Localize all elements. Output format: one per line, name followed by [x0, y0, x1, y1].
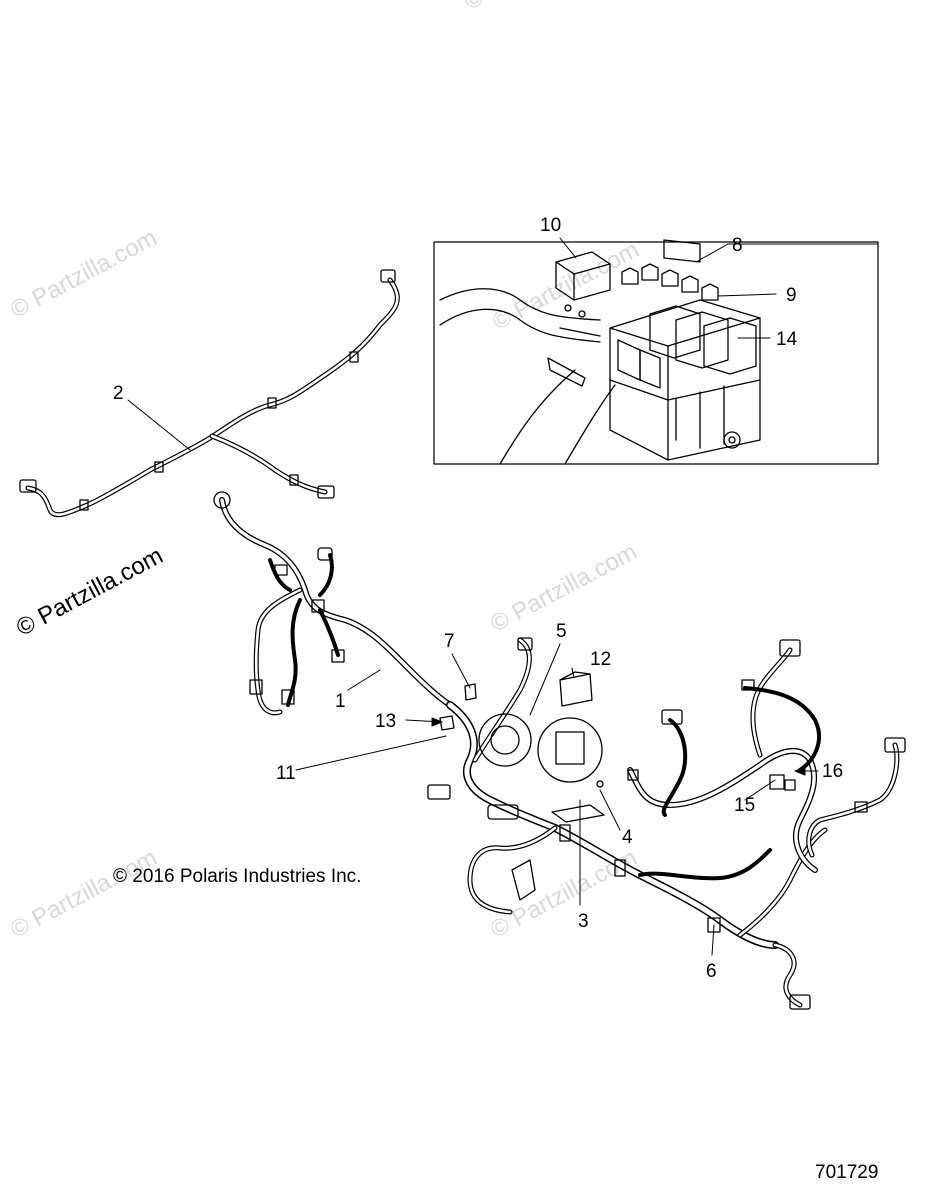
callout-14: 14 — [776, 329, 798, 350]
callout-16: 16 — [822, 761, 844, 782]
callout-15: 15 — [734, 795, 756, 816]
relay — [556, 252, 610, 317]
harness-2 — [20, 270, 397, 515]
small-parts — [440, 672, 604, 822]
callout-11: 11 — [276, 763, 296, 784]
callout-10: 10 — [540, 215, 562, 236]
callout-2: 2 — [113, 383, 124, 404]
callout-9: 9 — [786, 285, 797, 306]
callout-8: 8 — [732, 235, 743, 256]
main-harness-left — [214, 492, 450, 713]
copyright-text: © 2016 Polaris Industries Inc. — [113, 866, 362, 887]
callout-6: 6 — [706, 961, 717, 982]
fuse-row — [622, 240, 718, 300]
leader-lines — [128, 238, 878, 955]
callout-13: 13 — [375, 711, 397, 732]
callout-1: 1 — [335, 691, 346, 712]
callout-5: 5 — [556, 621, 567, 642]
fuse-box — [610, 300, 760, 460]
inset-harness — [440, 289, 615, 464]
main-harness-center — [428, 638, 825, 1009]
inset-box — [434, 242, 878, 464]
right-harness — [628, 640, 905, 870]
callout-7: 7 — [444, 631, 455, 652]
callout-3: 3 — [578, 911, 589, 932]
diagram-id: 701729 — [815, 1162, 879, 1183]
callout-12: 12 — [590, 649, 612, 670]
callout-4: 4 — [622, 827, 633, 848]
